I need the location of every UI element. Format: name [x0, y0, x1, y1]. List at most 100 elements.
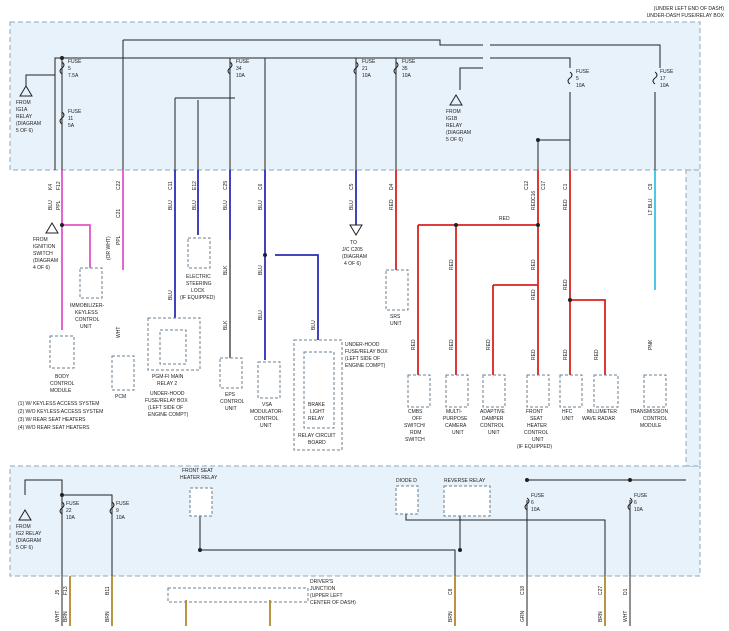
svg-text:SRS: SRS: [390, 314, 401, 320]
svg-text:CONTROL: CONTROL: [254, 416, 279, 422]
svg-text:BODY: BODY: [55, 374, 70, 380]
svg-text:11: 11: [68, 116, 73, 122]
svg-text:10A: 10A: [634, 507, 644, 513]
bottom-pin-labels: J5 F13 B11 C8 C18 C27 D1 WHT BRN BRN BRN…: [55, 586, 629, 622]
wire-ppl-immob: [62, 224, 91, 268]
svg-text:FUSE: FUSE: [66, 501, 80, 507]
svg-text:10A: 10A: [531, 507, 541, 513]
svg-text:BLU: BLU: [258, 265, 264, 275]
svg-text:ENGINE COMPT): ENGINE COMPT): [345, 363, 386, 369]
svg-text:BLU: BLU: [311, 320, 317, 330]
svg-text:DRIVER'S: DRIVER'S: [310, 579, 334, 585]
svg-text:FROM: FROM: [16, 524, 31, 530]
fuse-6a: FUSE 6 10A: [524, 493, 545, 513]
svg-text:5 OF 6): 5 OF 6): [446, 137, 463, 143]
svg-text:LIGHT: LIGHT: [310, 409, 325, 415]
svg-text:J5: J5: [55, 590, 61, 596]
legend-item: (2) W/O KEYLESS ACCESS SYSTEM: [18, 409, 103, 415]
svg-text:BLU: BLU: [168, 200, 174, 210]
svg-text:FUSE: FUSE: [531, 493, 545, 499]
svg-text:BLU: BLU: [48, 200, 54, 210]
transmission-module: TRANSMISSION CONTROL MODULE: [630, 374, 668, 429]
fuse-9: FUSE 9 10A: [109, 501, 130, 521]
svg-text:21: 21: [362, 66, 368, 72]
body-control-module: BODY CONTROL MODULE: [49, 335, 75, 394]
svg-text:C17: C17: [541, 181, 547, 190]
svg-text:BRAKE: BRAKE: [308, 402, 326, 408]
svg-text:BRN: BRN: [448, 611, 454, 622]
svg-text:RED: RED: [499, 216, 510, 222]
svg-text:D1: D1: [623, 588, 629, 595]
svg-text:CONTROL: CONTROL: [524, 430, 549, 436]
svg-text:B11: B11: [105, 586, 111, 595]
svg-text:EPS: EPS: [225, 392, 236, 398]
svg-text:C1: C1: [563, 183, 569, 190]
pgm-fi-relay: PGM-FI MAIN RELAY 2 UNDER-HOOD FUSE/RELA…: [145, 317, 201, 418]
fuse-17-10a: FUSE 17 10A: [652, 69, 674, 89]
svg-text:C22: C22: [116, 181, 122, 190]
svg-text:C12: C12: [524, 181, 530, 190]
svg-text:RELAY: RELAY: [16, 114, 33, 120]
junction-dots: [60, 56, 632, 552]
svg-text:(DIAGRAM: (DIAGRAM: [446, 130, 471, 136]
svg-text:UNIT: UNIT: [488, 430, 500, 436]
svg-text:WAVE RADAR: WAVE RADAR: [582, 416, 615, 422]
svg-text:PNK: PNK: [648, 339, 654, 350]
svg-text:10A: 10A: [236, 73, 246, 79]
lower-bus: [62, 494, 113, 576]
svg-text:TO: TO: [350, 240, 357, 246]
svg-text:C5: C5: [349, 183, 355, 190]
svg-text:5A: 5A: [68, 123, 75, 129]
svg-text:17: 17: [660, 76, 666, 82]
svg-text:UNIT: UNIT: [562, 416, 574, 422]
svg-text:6: 6: [634, 500, 637, 506]
svg-text:BLU: BLU: [349, 200, 355, 210]
svg-text:5 OF 6): 5 OF 6): [16, 128, 33, 134]
svg-text:BRN: BRN: [598, 611, 604, 622]
ignition-switch-ref: FROM IGNITION SWITCH (DIAGRAM 4 OF 6): [33, 222, 59, 271]
bus-top: [123, 39, 483, 46]
svg-text:CONTROL: CONTROL: [643, 416, 668, 422]
svg-text:UNIT: UNIT: [80, 324, 92, 330]
svg-text:OFF: OFF: [412, 416, 422, 422]
svg-text:FROM: FROM: [446, 109, 461, 115]
wire-ig1b: [459, 67, 483, 90]
svg-text:(DIAGRAM: (DIAGRAM: [342, 254, 367, 260]
brake-light-relay: BRAKE LIGHT RELAY RELAY CIRCUIT BOARD UN…: [293, 339, 388, 451]
svg-text:REVERSE RELAY: REVERSE RELAY: [444, 478, 486, 484]
svg-text:IGNITION: IGNITION: [33, 244, 56, 250]
diode-d: DIODE D: [395, 478, 419, 515]
svg-text:IG1B: IG1B: [446, 116, 458, 122]
svg-text:9: 9: [116, 508, 119, 514]
legend-item: (4) W/O REAR SEAT HEATERS: [18, 425, 90, 431]
svg-text:(DIAGRAM: (DIAGRAM: [33, 258, 58, 264]
svg-text:CAMERA: CAMERA: [445, 423, 467, 429]
fuse-5-7.5a: FUSE 5 7.5A: [59, 59, 82, 79]
svg-text:RELAY: RELAY: [308, 416, 325, 422]
bus-right2: [490, 57, 571, 68]
svg-text:C11: C11: [168, 181, 174, 190]
svg-text:BLK: BLK: [223, 320, 229, 330]
seat-heater-unit: FRONT SEAT HEATER CONTROL UNIT (IF EQUIP…: [517, 374, 552, 450]
svg-text:GRN: GRN: [520, 611, 526, 623]
svg-text:RDM: RDM: [410, 430, 421, 436]
svg-text:10A: 10A: [576, 83, 586, 89]
svg-text:PGM-FI MAIN: PGM-FI MAIN: [152, 374, 184, 380]
svg-text:HEATER RELAY: HEATER RELAY: [180, 475, 218, 481]
svg-text:PPL: PPL: [56, 200, 62, 210]
svg-text:C8: C8: [448, 588, 454, 595]
svg-text:RED: RED: [563, 349, 569, 360]
svg-text:LOCK: LOCK: [191, 288, 205, 294]
vsa-modulator: VSA MODULATOR- CONTROL UNIT: [250, 361, 283, 429]
svg-text:FUSE: FUSE: [68, 109, 82, 115]
svg-text:BLU: BLU: [258, 200, 264, 210]
svg-text:C6: C6: [258, 183, 264, 190]
svg-text:BLU: BLU: [223, 200, 229, 210]
drivers-junction: DRIVER'S JUNCTION (UPPER LEFT CENTER OF …: [167, 579, 356, 606]
svg-text:FUSE: FUSE: [68, 59, 82, 65]
srs-unit: SRS UNIT: [385, 269, 409, 327]
svg-text:FROM: FROM: [16, 100, 31, 106]
svg-text:KEYLESS: KEYLESS: [75, 310, 98, 316]
svg-text:RED: RED: [531, 289, 537, 300]
